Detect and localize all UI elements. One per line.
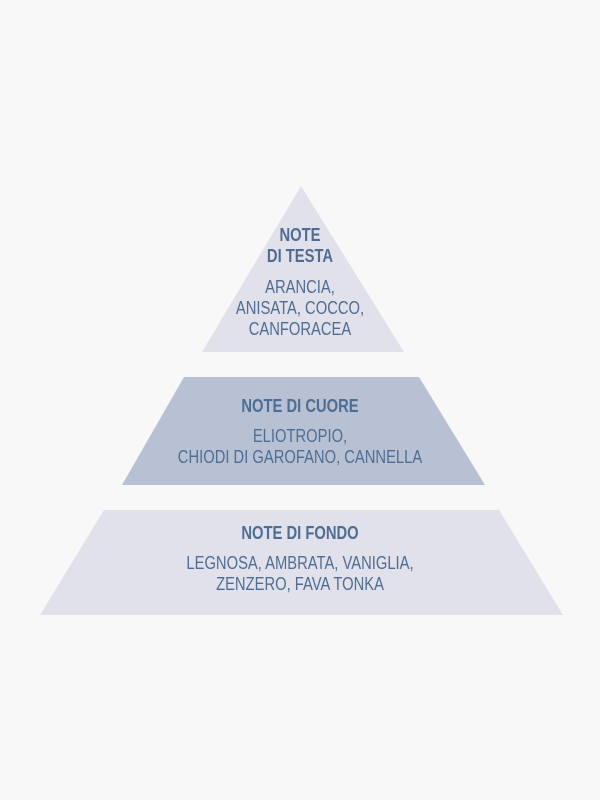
- tier-top-shape: [202, 186, 404, 352]
- tier-middle-notes: ELIOTROPIO,CHIODI DI GAROFANO, CANNELLA: [177, 426, 423, 467]
- tier-top-notes: ARANCIA,ANISATA, COCCO,CANFORACEA: [235, 277, 365, 339]
- tier-middle-shape: [122, 377, 485, 485]
- tier-middle-title: NOTE DI CUORE: [241, 396, 359, 416]
- tier-bottom-shape: [40, 510, 563, 615]
- tier-bottom-title: NOTE DI FONDO: [241, 523, 359, 543]
- tier-bottom-notes: LEGNOSA, AMBRATA, VANIGLIA,ZENZERO, FAVA…: [186, 553, 414, 594]
